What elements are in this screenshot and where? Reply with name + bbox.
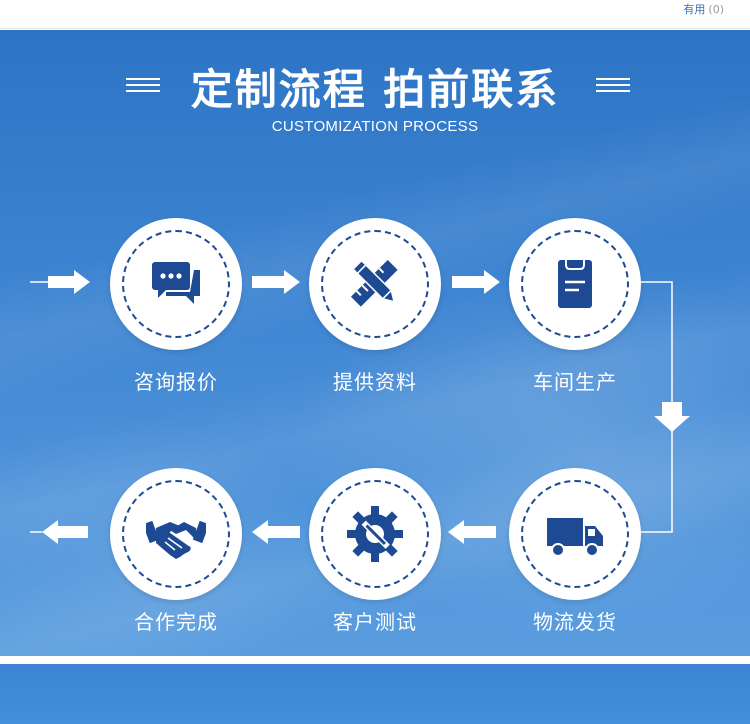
pencil-ruler-icon [350,259,398,307]
step-node-production [509,218,641,350]
step-node-inquiry [110,218,242,350]
arrow-left-icon [30,520,88,544]
useful-vote[interactable]: 有用(0) [683,1,724,17]
step-node-testing [309,468,441,600]
arrow-right-icon [252,270,300,294]
step-label: 咨询报价 [134,370,218,394]
step-label: 合作完成 [134,610,218,634]
arrow-right-icon [452,270,500,294]
arrow-left-icon [448,520,496,544]
top-bar: 有用(0) [0,0,750,29]
step-label: 车间生产 [533,370,617,394]
step-label: 客户测试 [333,610,417,634]
step-label: 物流发货 [533,610,617,634]
title-decoration-right [596,78,630,96]
banner-subtitle: CUSTOMIZATION PROCESS [271,118,479,135]
section-divider [0,656,750,664]
step-label: 提供资料 [333,370,417,394]
arrow-right-icon [30,270,90,294]
handshake-icon [146,520,206,559]
title-decoration-left [126,78,160,96]
footer-band [0,664,750,724]
useful-count: (0) [708,3,724,16]
step-node-complete [110,468,242,600]
useful-label: 有用 [683,3,706,16]
step-node-shipping [509,468,641,600]
banner-title: 定制流程 拍前联系 [190,65,560,114]
chat-bubbles-icon [152,262,200,304]
truck-icon [547,518,603,557]
process-banner: 定制流程 拍前联系 CUSTOMIZATION PROCESS [0,30,750,656]
step-node-materials [309,218,441,350]
arrow-left-icon [252,520,300,544]
clipboard-icon [558,260,592,308]
flow-connector-line [640,281,690,533]
gear-wrench-icon [347,506,403,562]
